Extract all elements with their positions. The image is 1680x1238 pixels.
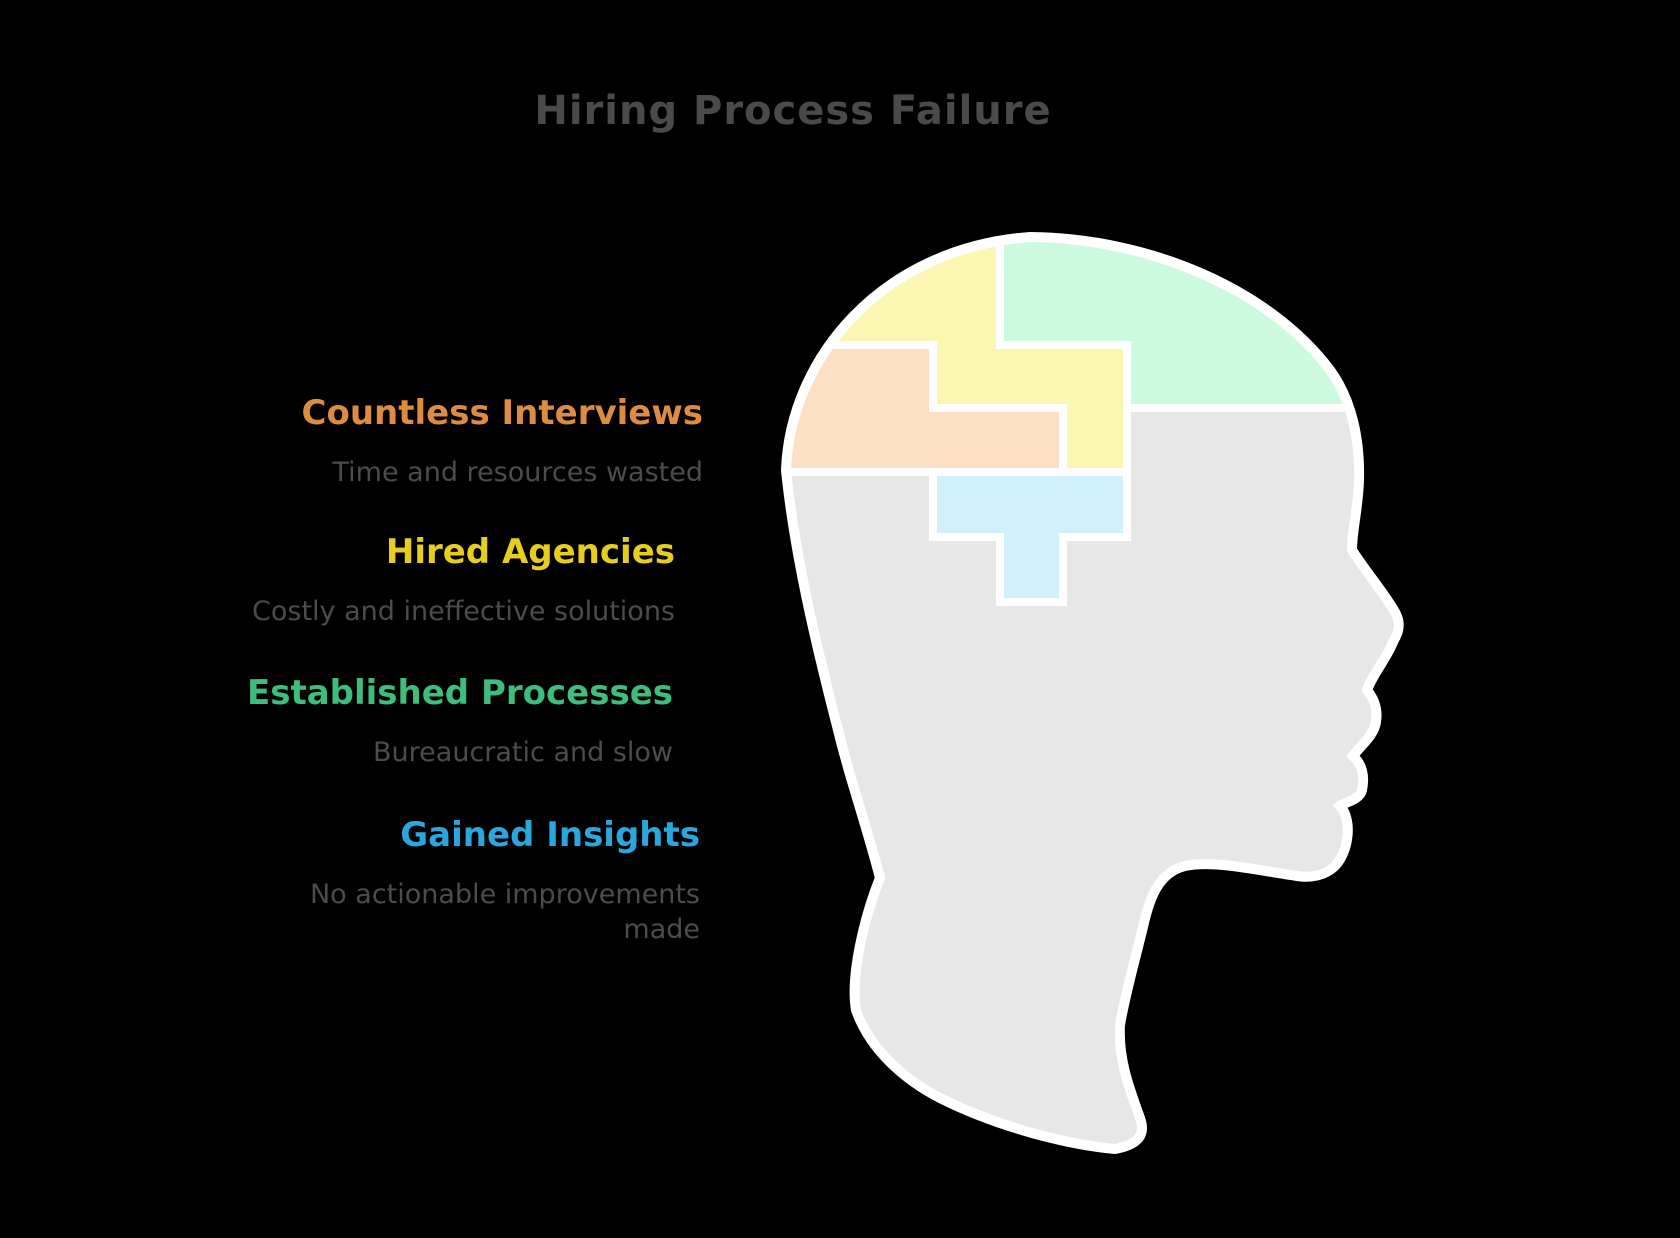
legend-item-description: No actionable improvements made [309, 879, 700, 946]
legend-item-description: Costly and ineffective solutions [252, 596, 675, 628]
legend-item-description: Time and resources wasted [332, 457, 704, 489]
legend-item-gained-insights: Gained Insights No actionable improvemen… [280, 815, 700, 947]
legend-item-description: Bureaucratic and slow [373, 737, 673, 769]
legend-item-hired-agencies: Hired Agencies Costly and ineffective so… [252, 532, 675, 629]
insights-puzzle-piece [929, 468, 1131, 606]
legend-item-label: Gained Insights [400, 815, 700, 855]
legend-item-label: Established Processes [246, 673, 673, 713]
legend-item-label: Countless Interviews [301, 393, 703, 433]
page-title: Hiring Process Failure [534, 88, 1052, 134]
legend-item-countless-interviews: Countless Interviews Time and resources … [301, 393, 704, 490]
head-outline [780, 231, 1404, 1155]
legend-item-established-processes: Established Processes Bureaucratic and s… [246, 673, 673, 770]
legend-item-label: Hired Agencies [385, 532, 675, 572]
